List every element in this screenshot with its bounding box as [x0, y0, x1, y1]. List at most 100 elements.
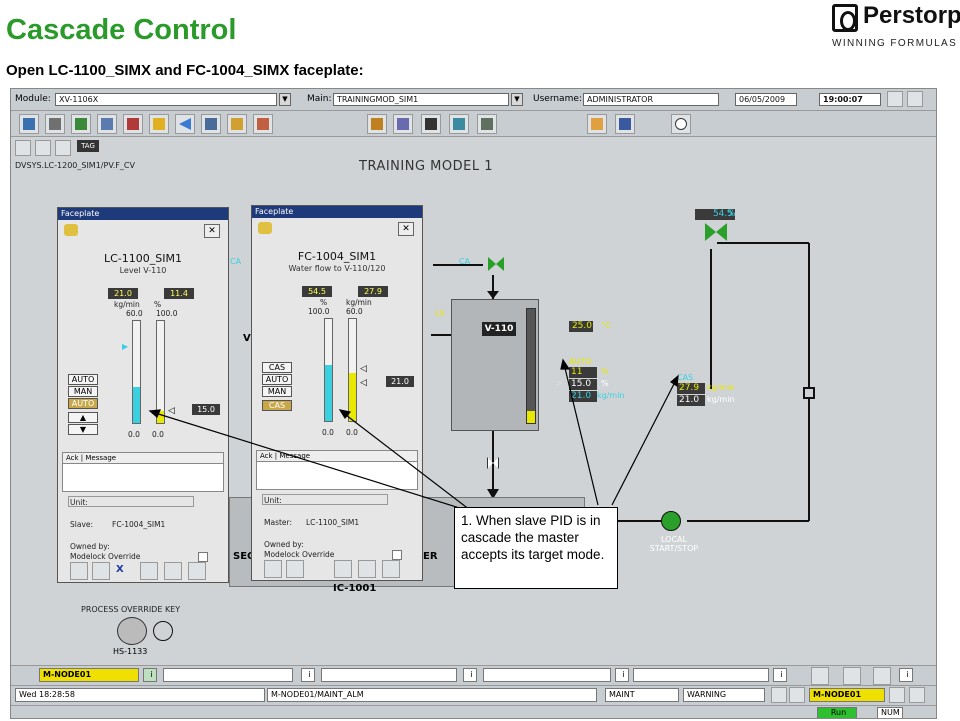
question-icon[interactable]	[907, 91, 923, 107]
cas-button[interactable]: CAS	[262, 362, 292, 373]
override-key-icon[interactable]	[117, 617, 147, 645]
ack-page-icon[interactable]	[843, 667, 861, 685]
ack-icon[interactable]	[771, 687, 787, 703]
tools-icon[interactable]	[477, 114, 497, 134]
key-icon[interactable]	[258, 222, 272, 234]
help-icon[interactable]	[887, 91, 903, 107]
logo-text: Perstorp	[863, 2, 960, 29]
fp-network-icon[interactable]	[334, 560, 352, 578]
slide-subtitle: Open LC-1100_SIMX and FC-1004_SIMX facep…	[6, 62, 364, 79]
gauge-icon[interactable]	[71, 114, 91, 134]
time-field: 19:00:07	[819, 93, 881, 106]
fc-pv-value: 21.0	[677, 395, 705, 406]
control-valve-icon[interactable]	[705, 223, 727, 241]
tank-label: V-110	[482, 322, 516, 336]
main-label: Main:	[307, 94, 332, 104]
fp-ack-icon[interactable]	[188, 562, 206, 580]
alarm-icon[interactable]	[889, 687, 905, 703]
waveform-icon[interactable]	[421, 114, 441, 134]
ack-all-icon[interactable]	[811, 667, 829, 685]
close-icon[interactable]: ✕	[204, 224, 220, 238]
fp-chart-icon[interactable]	[358, 560, 376, 578]
grid-icon[interactable]	[253, 114, 273, 134]
lower-button[interactable]: ▼	[68, 424, 98, 435]
faceplate-tag: LC-1100_SIM1	[104, 252, 182, 265]
man-button[interactable]: MAN	[68, 386, 98, 397]
nav-up-icon[interactable]	[35, 140, 51, 156]
fp-trend-icon[interactable]	[264, 560, 282, 578]
override-checkbox[interactable]	[392, 550, 402, 560]
stack-icon[interactable]	[227, 114, 247, 134]
info-icon[interactable]: i	[463, 668, 477, 682]
lc-sp-unit: %	[601, 379, 609, 388]
spark-icon[interactable]	[367, 114, 387, 134]
printer-icon[interactable]	[45, 114, 65, 134]
key-icon[interactable]	[64, 224, 78, 236]
pv-bar	[132, 320, 141, 424]
process-graphic: DVSYS.LC-1200_SIM1/PV.F_CV TRAINING MODE…	[11, 159, 936, 669]
info-icon[interactable]: i	[143, 668, 157, 682]
output-bar	[324, 318, 333, 422]
node-indicator-right[interactable]: M-NODE01	[809, 688, 885, 702]
pv-scale-bot: 0.0	[128, 430, 140, 439]
fc-mode: CAS	[677, 373, 694, 382]
logo-mark-icon	[832, 4, 858, 32]
faceplate-tag: FC-1004_SIM1	[297, 250, 377, 263]
sp-value[interactable]: 21.0	[386, 376, 414, 387]
tank-level-bar	[526, 308, 536, 424]
fp-ack-icon[interactable]	[382, 560, 400, 578]
fp-books-icon[interactable]	[286, 560, 304, 578]
run-indicator: Run	[817, 707, 857, 718]
back-arrow-icon[interactable]	[175, 114, 195, 134]
faceplate-fc1004: Faceplate ✕ FC-1004_SIM1 Water flow to V…	[251, 205, 423, 581]
trend-icon[interactable]	[19, 114, 39, 134]
network-status-icon[interactable]	[909, 687, 925, 703]
nav-back-icon[interactable]	[55, 140, 71, 156]
export-icon[interactable]	[587, 114, 607, 134]
nav-home-icon[interactable]	[15, 140, 31, 156]
sp-value[interactable]: 15.0	[192, 404, 220, 415]
info-icon[interactable]: i	[615, 668, 629, 682]
close-icon[interactable]: ✕	[398, 222, 414, 236]
pv-marker-icon: ◁	[360, 364, 367, 374]
process-title: TRAINING MODEL 1	[359, 159, 493, 174]
override-checkbox[interactable]	[198, 552, 208, 562]
chart-icon[interactable]	[449, 114, 469, 134]
network-icon[interactable]	[615, 114, 635, 134]
horn-silence-icon[interactable]	[873, 667, 891, 685]
info-icon[interactable]: i	[773, 668, 787, 682]
fp-x-button[interactable]: X	[116, 564, 124, 575]
main-field[interactable]: TRAININGMOD_SIM1	[333, 93, 509, 106]
pump-icon[interactable]	[661, 511, 681, 531]
fp-trend-icon[interactable]	[70, 562, 88, 580]
fc-sp-unit: kg/min	[707, 383, 735, 392]
tag-badge[interactable]: TAG	[77, 140, 99, 152]
username-field[interactable]: ADMINISTRATOR	[583, 93, 719, 106]
datetime-field: Wed 18:28:58	[15, 688, 265, 702]
window-icon[interactable]	[201, 114, 221, 134]
folder-icon[interactable]	[149, 114, 169, 134]
raise-button[interactable]: ▲	[68, 412, 98, 423]
auto-button[interactable]: AUTO	[68, 374, 98, 385]
display-icon[interactable]	[97, 114, 117, 134]
module-field[interactable]: XV-1106X	[55, 93, 277, 106]
slave-label: Slave:	[70, 520, 94, 529]
man-button[interactable]: MAN	[262, 386, 292, 397]
fp-books-icon[interactable]	[92, 562, 110, 580]
node-indicator[interactable]: M-NODE01	[39, 668, 139, 682]
auto-button[interactable]: AUTO	[262, 374, 292, 385]
main-dropdown-icon[interactable]: ▼	[511, 93, 523, 106]
module-dropdown-icon[interactable]: ▼	[279, 93, 291, 106]
fp-network-icon[interactable]	[140, 562, 158, 580]
info-icon[interactable]: i	[301, 668, 315, 682]
clock-icon[interactable]	[671, 114, 691, 134]
flow-meter-icon[interactable]	[803, 387, 815, 399]
valve-output-unit: %	[727, 209, 736, 219]
info-icon[interactable]: i	[899, 668, 913, 682]
tank-v110[interactable]: V-110	[451, 299, 539, 431]
fp-chart-icon[interactable]	[164, 562, 182, 580]
inlet-valve-icon[interactable]	[488, 257, 504, 271]
books-icon[interactable]	[123, 114, 143, 134]
silence-icon[interactable]	[789, 687, 805, 703]
users-icon[interactable]	[393, 114, 413, 134]
